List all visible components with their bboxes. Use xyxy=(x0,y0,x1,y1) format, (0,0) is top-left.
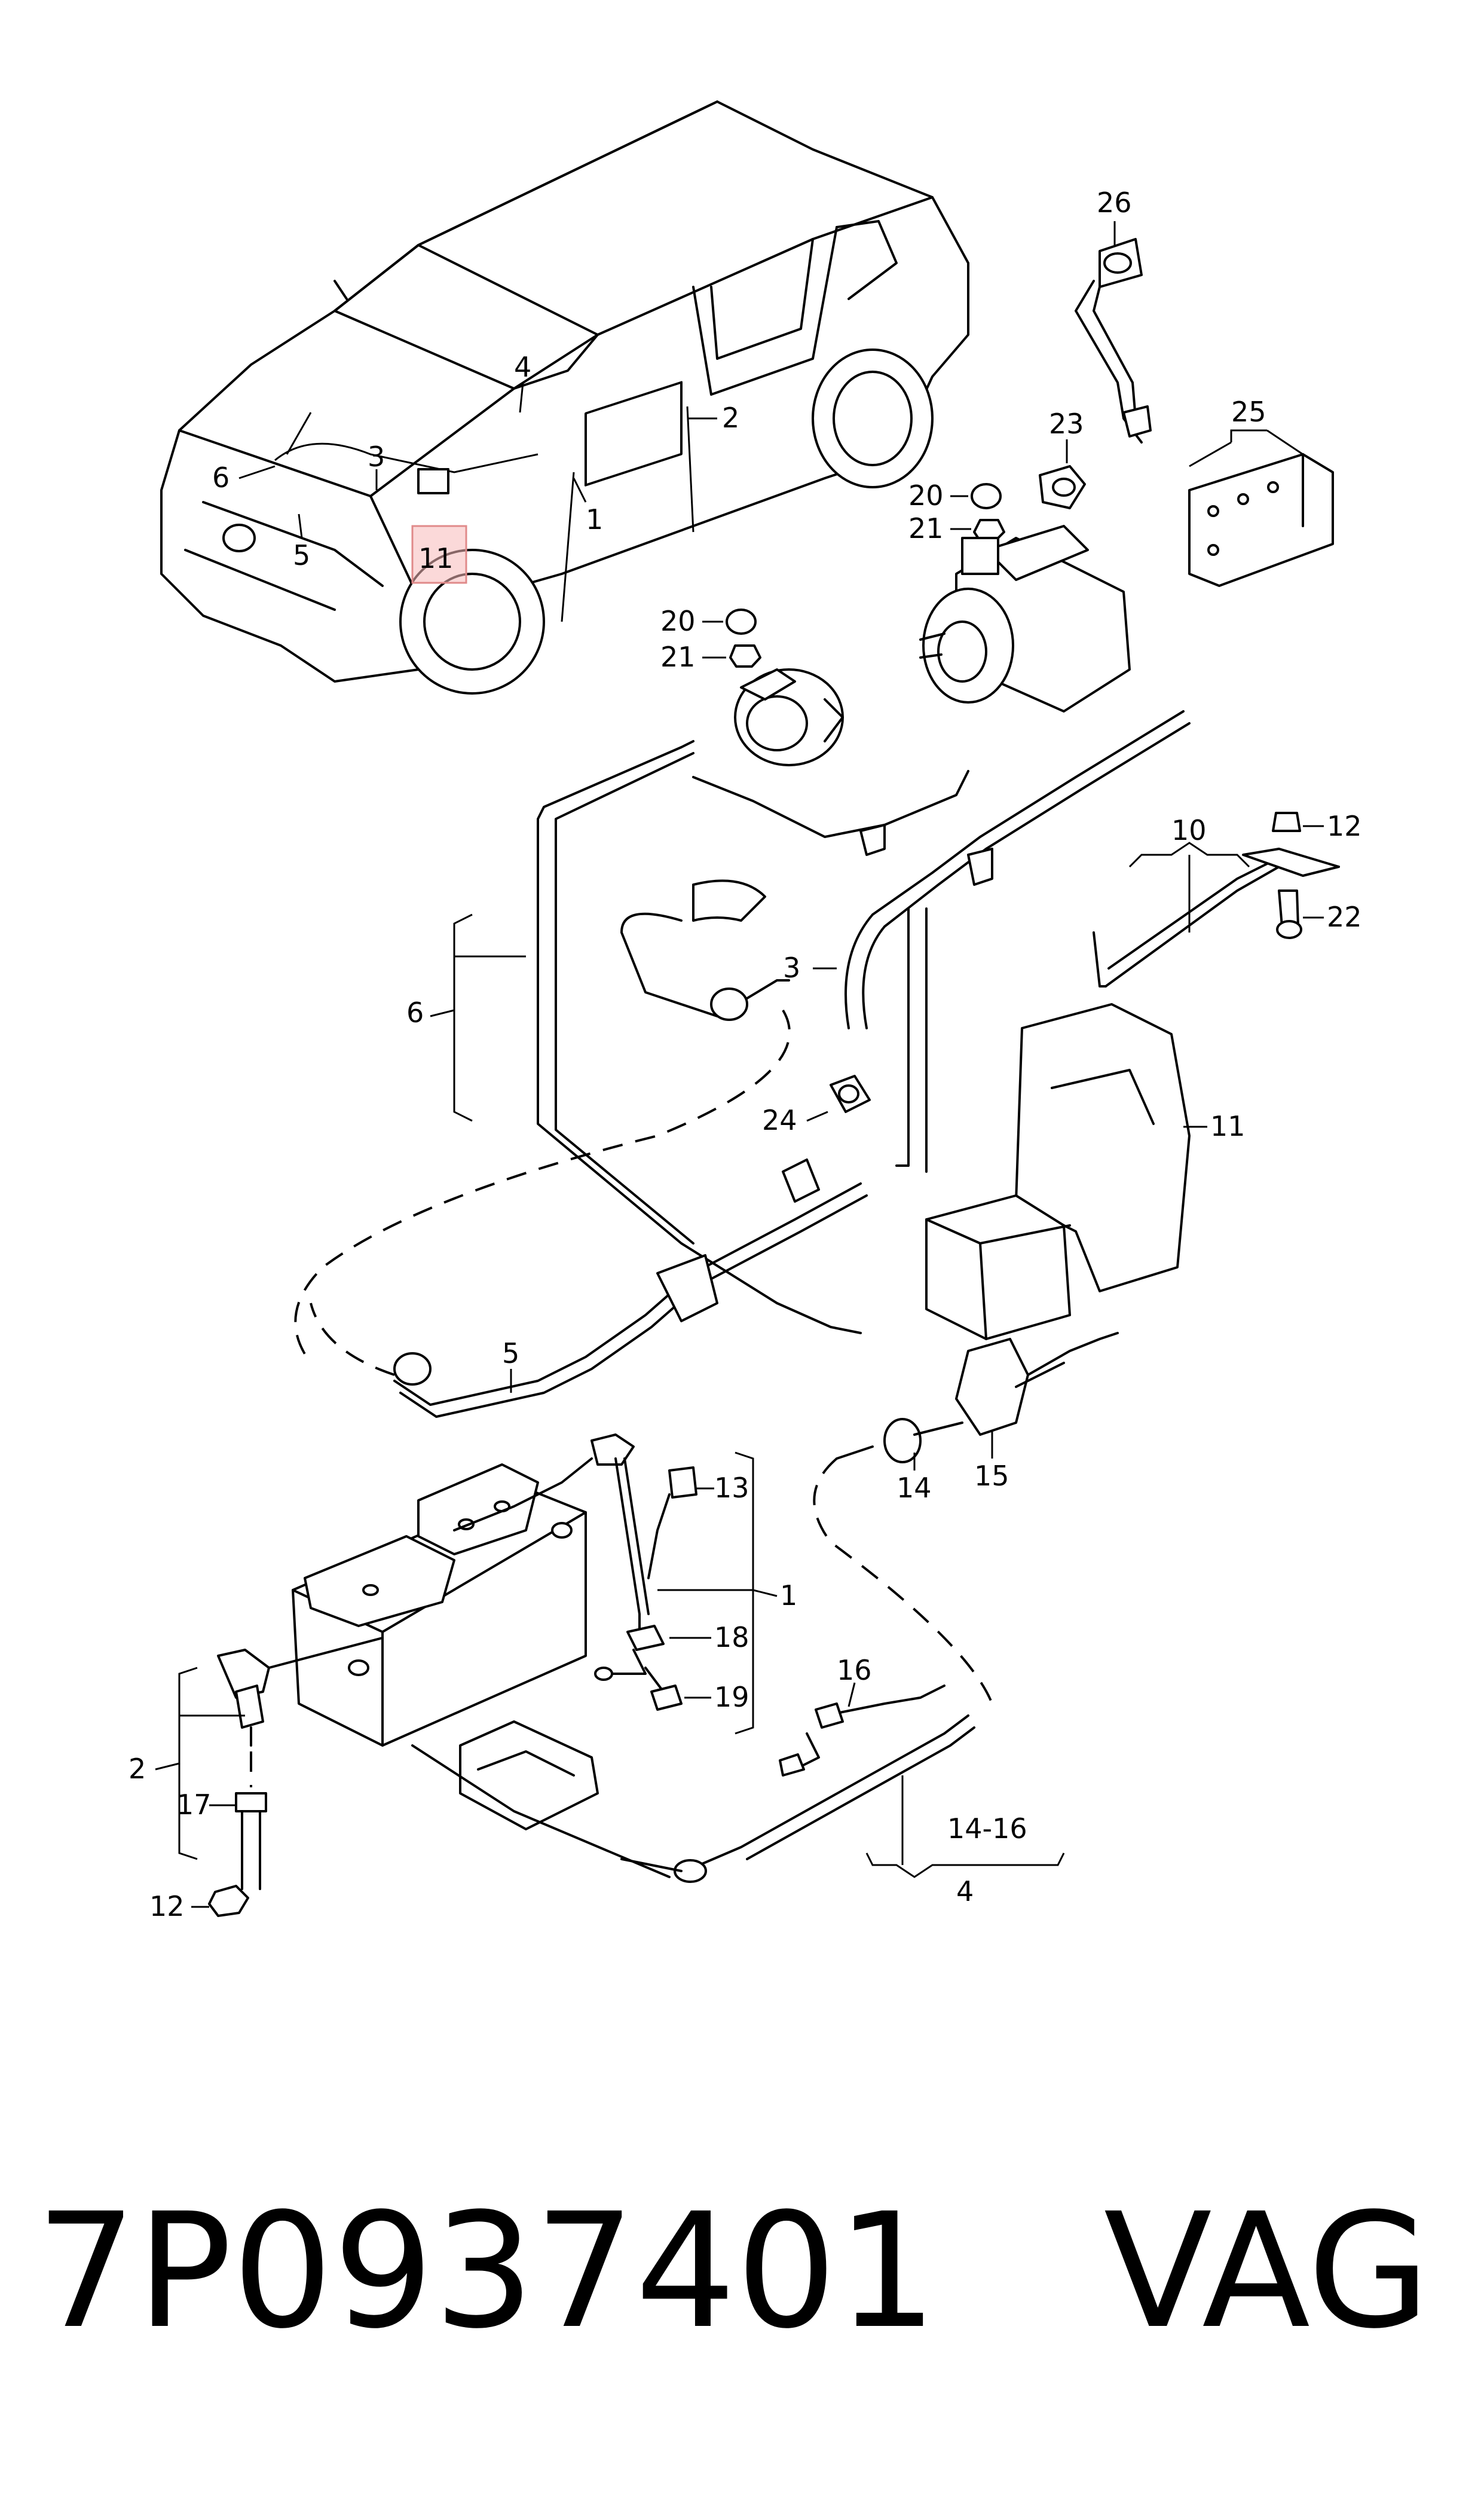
callout-label: 20 xyxy=(908,479,944,512)
callout-label: 21 xyxy=(908,512,944,545)
callout-label: 13 xyxy=(714,1472,749,1504)
callout-label: 3 xyxy=(783,952,800,984)
callout-label: 3 xyxy=(368,441,385,473)
bolt-22 xyxy=(1276,889,1302,939)
callout-label: 6 xyxy=(212,461,230,494)
cable-4 xyxy=(620,1457,993,1883)
nut-12-bottom xyxy=(208,1885,249,1917)
grommet-24 xyxy=(830,1075,871,1113)
cable-6 xyxy=(294,740,862,1364)
highlight-box xyxy=(411,525,467,584)
grommet-14 xyxy=(836,1418,963,1463)
callout-label: 2 xyxy=(128,1753,146,1785)
callout-label: 26 xyxy=(1097,187,1132,219)
callout-label: 14-16 xyxy=(947,1812,1027,1845)
callout-label: 14 xyxy=(896,1472,932,1504)
nut-20-upper xyxy=(971,483,1002,509)
clip-23 xyxy=(1039,465,1086,509)
callout-label: 16 xyxy=(837,1654,872,1686)
callout-label: 23 xyxy=(1049,408,1084,440)
battery xyxy=(292,1463,587,1747)
callout-label: 10 xyxy=(1171,814,1207,846)
callout-label: 17 xyxy=(176,1789,212,1821)
bracket-26 xyxy=(1075,238,1152,444)
nut-21-lower xyxy=(729,644,761,668)
callout-label: 11 xyxy=(418,542,454,574)
cable-10 xyxy=(1093,848,1340,988)
car-callouts: 4 2 3 6 5 1 11 xyxy=(212,351,739,574)
alternator xyxy=(734,668,844,766)
cable-3 xyxy=(620,710,1191,1173)
callout-label: 15 xyxy=(974,1460,1009,1492)
callout-label: 20 xyxy=(660,605,696,637)
brand-label: VAG xyxy=(1103,2179,1430,2364)
callout-label: 11 xyxy=(1210,1110,1246,1142)
callout-label: 4 xyxy=(956,1875,974,1907)
starter-motor xyxy=(919,525,1131,713)
callout-label: 6 xyxy=(406,996,424,1029)
callout-label: 12 xyxy=(1327,810,1362,842)
cable-tie-16 xyxy=(779,1685,946,1777)
cable-5 xyxy=(310,1158,868,1418)
callout-label: 4 xyxy=(514,351,531,383)
bolt-12-top xyxy=(1272,812,1301,832)
nut-20-lower xyxy=(726,609,757,635)
callout-label: 21 xyxy=(660,641,696,673)
plate-25 xyxy=(1188,453,1334,587)
callout-label: 5 xyxy=(293,539,310,571)
vehicle-outline xyxy=(160,100,969,695)
callout-label: 1 xyxy=(586,503,603,536)
part-number: 7P0937401 xyxy=(36,2179,938,2364)
callout-label: 25 xyxy=(1231,396,1266,428)
callout-label: 1 xyxy=(780,1579,797,1612)
callout-label: 22 xyxy=(1327,901,1362,933)
callout-label: 5 xyxy=(502,1337,519,1369)
callout-label: 18 xyxy=(714,1621,749,1653)
cable-1 xyxy=(453,1433,697,1711)
callout-label: 2 xyxy=(722,402,739,434)
grommet-15 xyxy=(955,1332,1119,1436)
callout-label: 12 xyxy=(149,1890,185,1922)
fuse-box-11 xyxy=(925,1003,1191,1340)
callout-label: 24 xyxy=(762,1104,797,1136)
callout-label: 19 xyxy=(714,1681,749,1713)
battery-tray xyxy=(411,1720,671,1878)
